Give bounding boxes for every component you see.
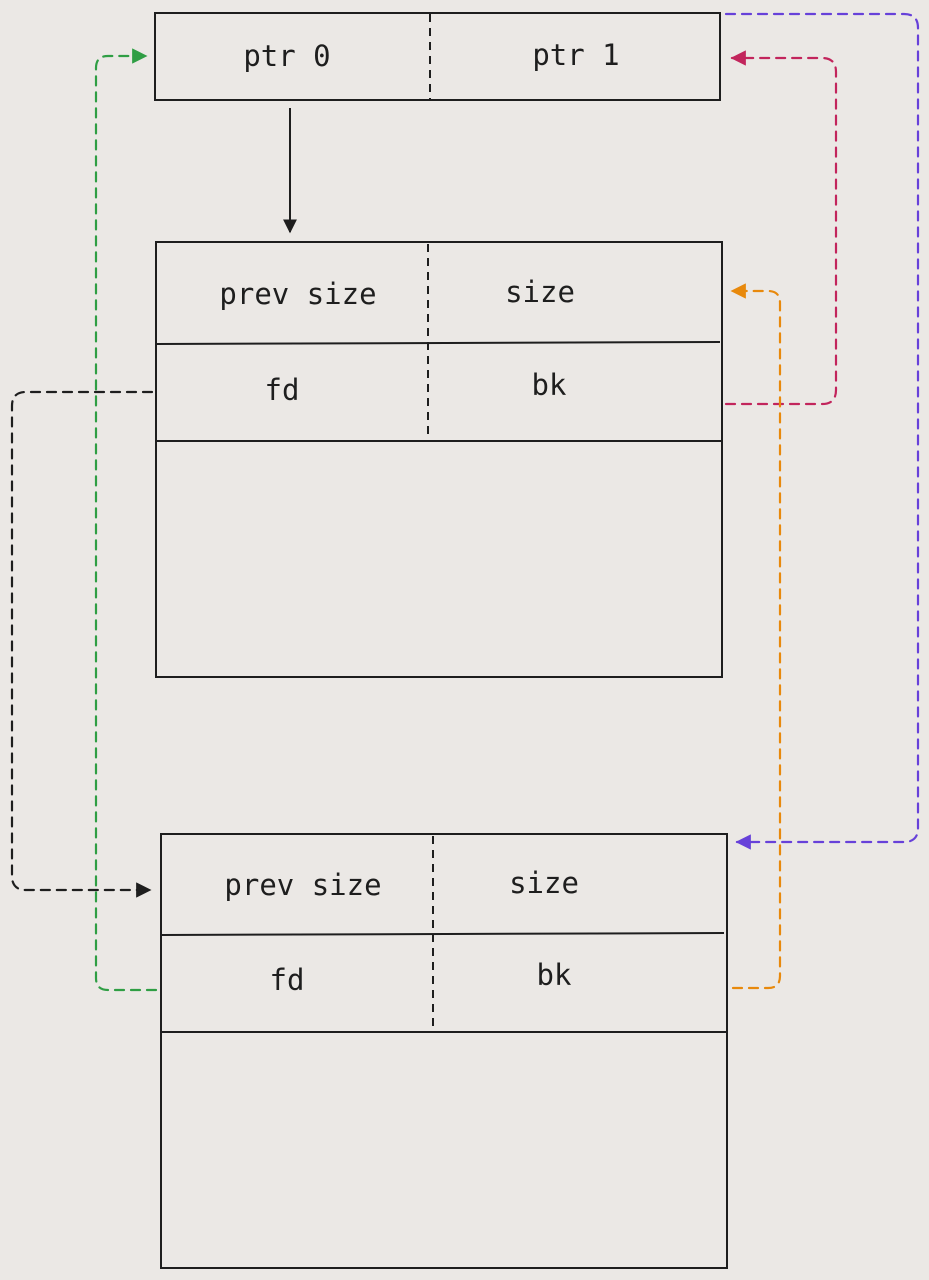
chunk1-fd-to-chunk2-arrow	[10, 390, 154, 898]
chunk-1: prev size size fd bk	[155, 241, 723, 678]
chunk-1-box	[155, 241, 723, 678]
chunk-1-fd-label: fd	[265, 373, 300, 407]
chunk-2-row-divider	[161, 932, 725, 936]
chunk2-bk-to-chunk1-arrow	[730, 283, 782, 990]
chunk-2: prev size size fd bk	[160, 833, 728, 1269]
chunk-1-size-label: size	[505, 275, 575, 309]
chunk2-fd-to-ptr0-arrow	[94, 48, 158, 992]
chunk1-bk-to-ptr1-arrow	[724, 50, 838, 406]
ptr-array-to-chunk2-arrow	[724, 12, 920, 850]
pointer-array: ptr 0 ptr 1	[154, 12, 721, 101]
pointer-array-box	[154, 12, 721, 101]
chunk-2-size-label: size	[509, 866, 579, 900]
chunk-1-prev-size-label: prev size	[219, 277, 376, 311]
chunk-2-box	[160, 833, 728, 1269]
ptr0-label: ptr 0	[243, 39, 330, 73]
chunk-1-bk-label: bk	[532, 368, 567, 402]
ptr1-label: ptr 1	[532, 38, 619, 72]
chunk-2-fd-label: fd	[270, 963, 305, 997]
chunk-2-bk-label: bk	[537, 958, 572, 992]
chunk-1-row-divider	[156, 341, 721, 345]
chunk-2-prev-size-label: prev size	[224, 868, 381, 902]
